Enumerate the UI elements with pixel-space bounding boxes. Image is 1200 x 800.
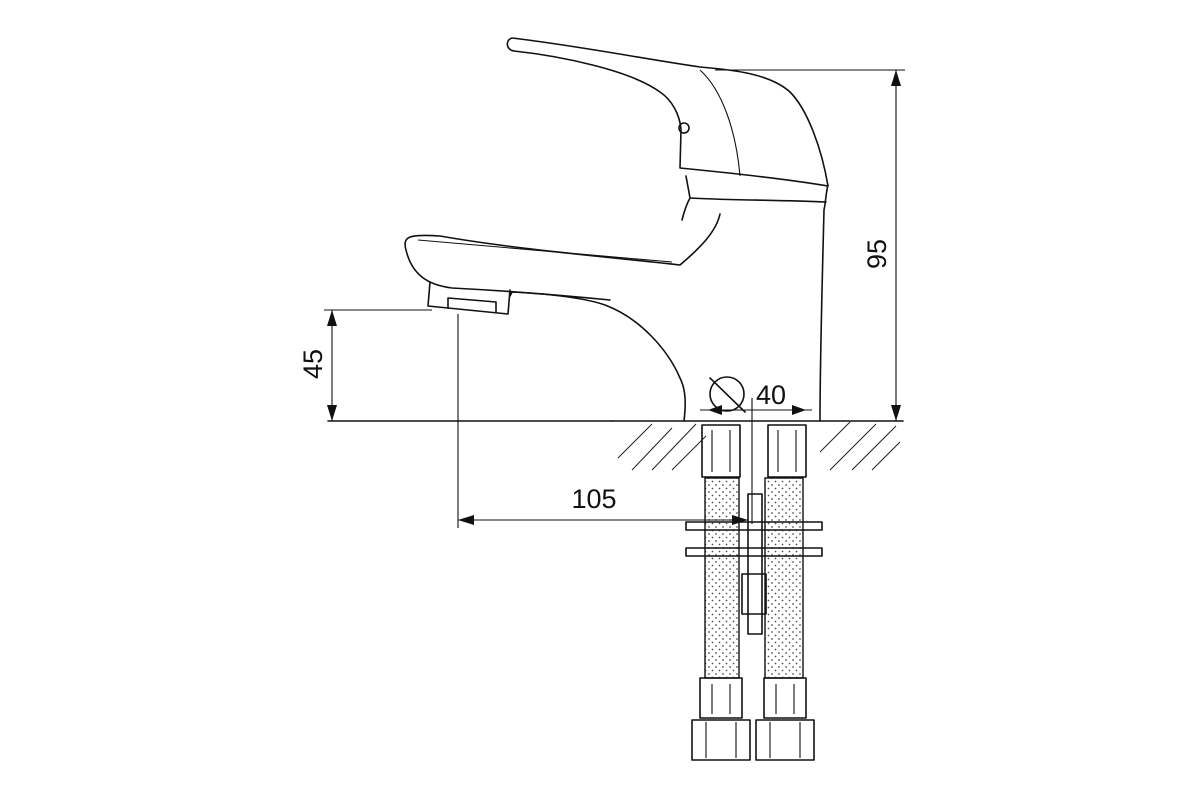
faucet-body bbox=[404, 37, 829, 422]
spout bbox=[404, 213, 721, 301]
dim-label-95: 95 bbox=[862, 239, 892, 269]
supply-hoses bbox=[685, 424, 823, 761]
hose-left bbox=[691, 424, 751, 761]
dim-label-105: 105 bbox=[571, 484, 616, 514]
countertop-hatching bbox=[617, 421, 901, 471]
handle-cap bbox=[678, 122, 690, 134]
aerator bbox=[427, 281, 511, 315]
countertop bbox=[327, 420, 904, 471]
dim-label-45: 45 bbox=[298, 349, 328, 379]
hose-right bbox=[755, 424, 815, 761]
dimension-lines bbox=[324, 69, 905, 528]
lever-handle bbox=[506, 37, 829, 187]
dim-label-40: 40 bbox=[756, 380, 786, 410]
mounting-stud bbox=[685, 493, 823, 635]
collar bbox=[681, 175, 827, 221]
diameter-symbol-icon bbox=[709, 376, 746, 413]
